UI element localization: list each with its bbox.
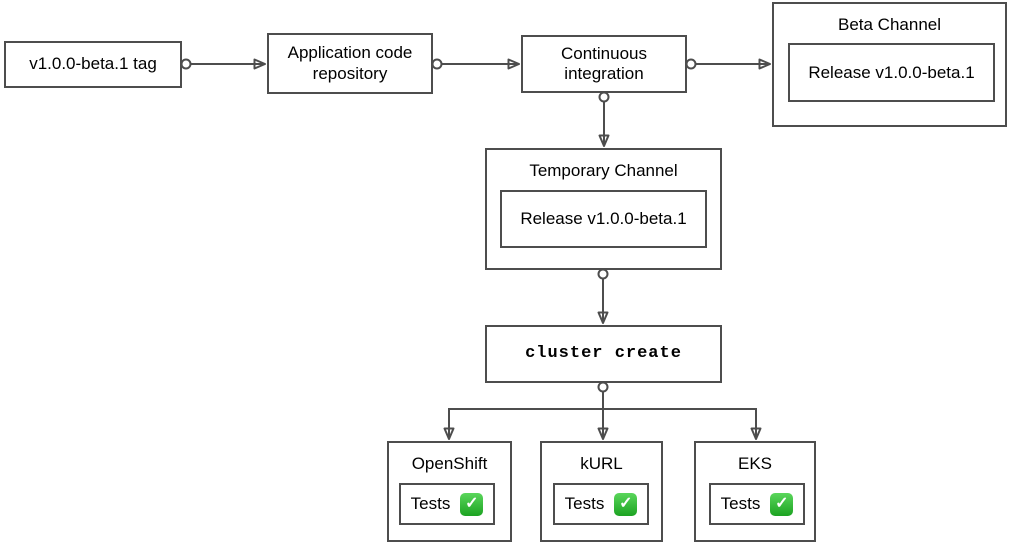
check-mark-button-icon: ✓	[770, 492, 794, 516]
node-openshift-title: OpenShift	[411, 454, 488, 473]
connector-source-dot	[431, 58, 443, 70]
node-temporary-channel-release: Release v1.0.0-beta.1	[500, 190, 707, 248]
node-continuous-integration: Continuous integration	[521, 35, 687, 93]
check-mark-button-icon: ✓	[614, 492, 638, 516]
node-version-tag-label: v1.0.0-beta.1 tag	[29, 54, 157, 74]
node-openshift: OpenShift Tests ✓	[387, 441, 512, 542]
node-beta-channel-title: Beta Channel	[837, 15, 942, 34]
node-eks-tests: Tests ✓	[709, 483, 805, 525]
node-cluster-create: cluster create	[485, 325, 722, 383]
check-mark-button-icon: ✓	[460, 492, 484, 516]
connector-branch-to-openshift	[443, 408, 603, 440]
node-openshift-tests: Tests ✓	[399, 483, 495, 525]
node-kurl: kURL Tests ✓	[540, 441, 663, 542]
node-temporary-channel-release-label: Release v1.0.0-beta.1	[520, 209, 687, 228]
connector-source-dot	[180, 58, 192, 70]
node-application-code-repository: Application code repository	[267, 33, 433, 94]
node-beta-channel-release: Release v1.0.0-beta.1	[788, 43, 995, 102]
node-version-tag: v1.0.0-beta.1 tag	[4, 41, 182, 88]
node-temporary-channel: Temporary Channel Release v1.0.0-beta.1	[485, 148, 722, 270]
connector-source-dot	[597, 381, 609, 393]
node-cluster-create-label: cluster create	[525, 343, 682, 363]
node-eks-title: EKS	[737, 454, 773, 473]
tests-label: Tests	[564, 494, 605, 513]
node-kurl-tests: Tests ✓	[553, 483, 649, 525]
node-application-code-repository-label: Application code repository	[287, 43, 413, 83]
node-eks: EKS Tests ✓	[694, 441, 816, 542]
connector-source-dot	[685, 58, 697, 70]
node-kurl-title: kURL	[580, 454, 623, 473]
node-beta-channel-release-label: Release v1.0.0-beta.1	[808, 62, 975, 82]
node-beta-channel: Beta Channel Release v1.0.0-beta.1	[772, 2, 1007, 127]
connector-branch-to-eks	[603, 408, 762, 440]
tests-label: Tests	[720, 494, 761, 513]
connector-source-dot	[598, 91, 610, 103]
tests-label: Tests	[410, 494, 451, 513]
node-continuous-integration-label: Continuous integration	[560, 43, 647, 83]
connector-source-dot	[597, 268, 609, 280]
node-temporary-channel-title: Temporary Channel	[529, 161, 678, 180]
